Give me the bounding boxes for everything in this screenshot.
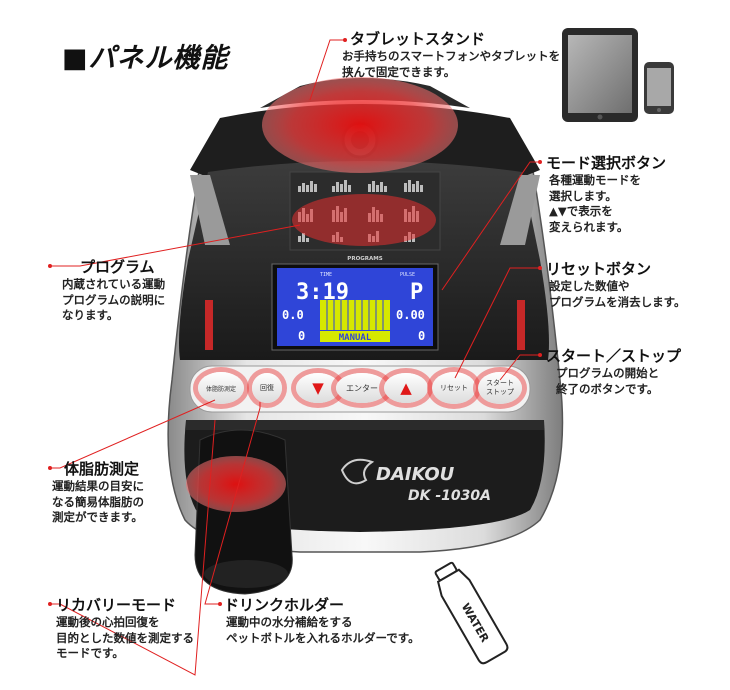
callout-program: プログラム 内蔵されている運動 プログラムの説明に なります。 bbox=[62, 258, 166, 322]
callout-body-fat: 体脂肪測定 運動結果の目安に なる簡易体脂肪の 測定ができます。 bbox=[52, 460, 144, 524]
lcd-left-low: 0 bbox=[298, 329, 305, 343]
lcd-mode: MANUAL bbox=[339, 333, 372, 343]
callout-recovery: リカバリーモード 運動後の心拍回復を 目的とした数値を測定する モードです。 bbox=[56, 596, 194, 660]
tablet-icon bbox=[562, 28, 638, 122]
water-bottle-icon: WATER bbox=[434, 561, 509, 665]
svg-text:PULSE: PULSE bbox=[400, 272, 415, 278]
body-fat-button[interactable]: 体脂肪測定 bbox=[198, 372, 244, 404]
lcd-right-mid: 0.00 bbox=[396, 308, 425, 322]
smartphone-icon bbox=[644, 62, 674, 114]
reset-button[interactable]: リセット bbox=[432, 372, 476, 404]
callout-tablet-stand: タブレットスタンド お手持ちのスマートフォンやタブレットを 挟んで固定できます。 bbox=[342, 30, 561, 79]
down-button[interactable]: ▼ bbox=[296, 373, 340, 403]
callout-drink-holder: ドリンクホルダー 運動中の水分補給をする ペットボトルを入れるホルダーです。 bbox=[224, 596, 420, 645]
start-stop-button[interactable]: スタート ストップ bbox=[478, 372, 522, 404]
callout-mode-select: モード選択ボタン 各種運動モードを 選択します。 ▲▼で表示を 変えられます。 bbox=[546, 154, 667, 234]
svg-text:DAIKOU: DAIKOU bbox=[376, 464, 455, 485]
model-number: DK -1030A bbox=[408, 488, 491, 504]
down-arrow-icon: ▼ bbox=[312, 378, 324, 397]
lcd-pulse: P bbox=[410, 280, 423, 305]
lcd-left-mid: 0.0 bbox=[282, 308, 304, 322]
up-arrow-icon: ▲ bbox=[400, 378, 412, 397]
programs-label: PROGRAMS bbox=[347, 256, 382, 262]
tablet-highlight bbox=[262, 77, 458, 173]
lcd-right-low: 0 bbox=[418, 329, 425, 343]
callout-reset: リセットボタン 設定した数値や プログラムを消去します。 bbox=[546, 260, 686, 309]
callout-start-stop: スタート／ストップ プログラムの開始と 終了のボタンです。 bbox=[546, 347, 682, 396]
enter-button[interactable]: エンター bbox=[336, 373, 388, 403]
holder-highlight bbox=[186, 456, 286, 512]
program-highlight bbox=[292, 194, 436, 246]
svg-text:TIME: TIME bbox=[320, 272, 332, 278]
recovery-button[interactable]: 回復 bbox=[252, 373, 282, 403]
up-button[interactable]: ▲ bbox=[384, 373, 428, 403]
brand-logo: DAIKOU bbox=[340, 458, 455, 485]
page-title: ■パネル機能 bbox=[62, 43, 229, 74]
